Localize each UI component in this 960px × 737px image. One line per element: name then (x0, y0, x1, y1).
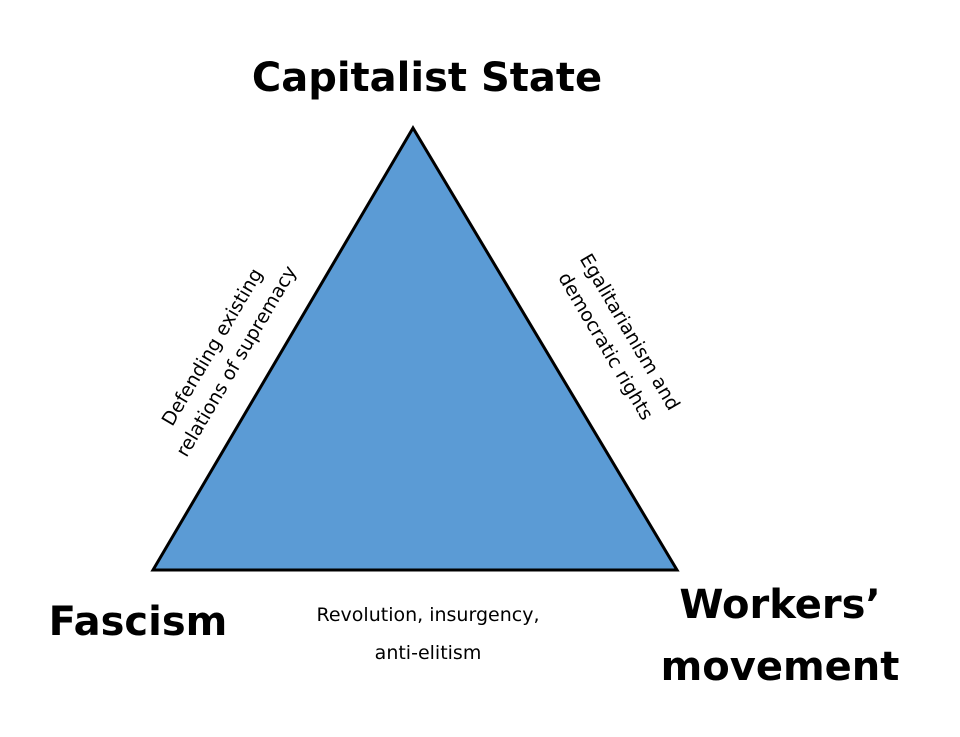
edge-bottom-line2: anti-elitism (374, 642, 482, 664)
node-workers-line2: movement (660, 644, 900, 690)
edge-label-bottom: Revolution, insurgency, anti-elitism (278, 596, 578, 672)
node-workers-movement: Workers’ movement (630, 574, 930, 698)
node-capitalist-state: Capitalist State (251, 55, 603, 101)
node-fascism: Fascism (48, 599, 228, 645)
edge-bottom-line1: Revolution, insurgency, (316, 604, 540, 626)
triangle (150, 125, 680, 572)
node-workers-line1: Workers’ (679, 582, 881, 628)
